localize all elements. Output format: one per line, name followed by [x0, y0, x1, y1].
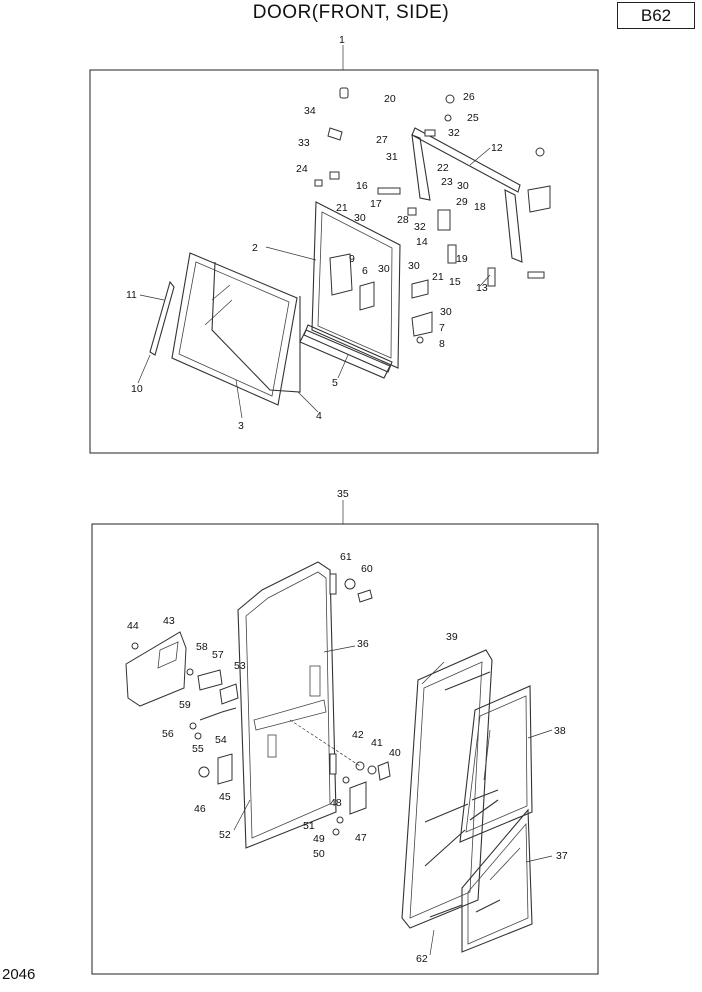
callout-13: 13 [476, 282, 488, 294]
callout-39: 39 [446, 631, 458, 643]
callout-28: 28 [397, 214, 409, 226]
callout-27: 27 [376, 134, 388, 146]
callout-50: 50 [313, 848, 325, 860]
top-assembly-label: 1 [339, 34, 345, 46]
bottom-diagram-frame [91, 523, 599, 975]
callout-26: 26 [463, 91, 475, 103]
callout-10: 10 [131, 383, 143, 395]
callout-53: 53 [234, 660, 246, 672]
callout-45: 45 [219, 791, 231, 803]
callout-33: 33 [298, 137, 310, 149]
bottom-diagram-panel: 35 [91, 488, 599, 975]
callout-51: 51 [303, 820, 315, 832]
callout-49: 49 [313, 833, 325, 845]
callout-15: 15 [449, 276, 461, 288]
top-diagram-panel: 1 [89, 34, 599, 454]
callout-21b: 21 [432, 271, 444, 283]
bottom-callouts: 36 37 38 39 40 41 42 43 44 45 46 47 48 4… [127, 551, 568, 965]
callout-43: 43 [163, 615, 175, 627]
callout-8: 8 [439, 338, 445, 350]
callout-3: 3 [238, 420, 244, 432]
glass-frame [401, 649, 493, 929]
callout-30c: 30 [378, 263, 390, 275]
callout-40: 40 [389, 747, 401, 759]
callout-4: 4 [316, 410, 322, 422]
callout-7: 7 [439, 322, 445, 334]
callout-30d: 30 [408, 260, 420, 272]
callout-5: 5 [332, 377, 338, 389]
callout-14: 14 [416, 236, 428, 248]
callout-19: 19 [456, 253, 468, 265]
callout-41: 41 [371, 737, 383, 749]
callout-21a: 21 [336, 202, 348, 214]
callout-56: 56 [162, 728, 174, 740]
linkage-bar [411, 127, 521, 193]
callout-24: 24 [296, 163, 308, 175]
callout-36: 36 [357, 638, 369, 650]
callout-30a: 30 [354, 212, 366, 224]
callout-9: 9 [349, 253, 355, 265]
wiper-blade [149, 280, 175, 356]
bottom-assembly-label: 35 [337, 488, 349, 500]
cover-panel [125, 631, 187, 707]
callout-46: 46 [194, 803, 206, 815]
front-glass [171, 252, 298, 406]
callout-31: 31 [386, 151, 398, 163]
callout-59: 59 [179, 699, 191, 711]
callout-30b: 30 [457, 180, 469, 192]
callout-48: 48 [330, 797, 342, 809]
callout-44: 44 [127, 620, 139, 632]
weatherstrip [211, 261, 301, 393]
callout-17: 17 [370, 198, 382, 210]
callout-32a: 32 [448, 127, 460, 139]
callout-11: 11 [126, 289, 137, 301]
callout-54: 54 [215, 734, 227, 746]
callout-34: 34 [304, 105, 316, 117]
callout-61: 61 [340, 551, 352, 563]
callout-23: 23 [441, 176, 453, 188]
callout-32b: 32 [414, 221, 426, 233]
page-title: DOOR(FRONT, SIDE) [252, 2, 450, 23]
callout-20: 20 [384, 93, 396, 105]
callout-12: 12 [491, 142, 503, 154]
lower-glass [461, 808, 533, 953]
callout-18: 18 [474, 201, 486, 213]
callout-57: 57 [212, 649, 224, 661]
callout-62: 62 [416, 953, 428, 965]
page-number: 2046 [2, 966, 36, 983]
callout-29: 29 [456, 196, 468, 208]
lower-rail [299, 329, 391, 379]
callout-52: 52 [219, 829, 231, 841]
top-diagram-frame [89, 69, 599, 454]
callout-55: 55 [192, 743, 204, 755]
callout-38: 38 [554, 725, 566, 737]
callout-25: 25 [467, 112, 479, 124]
callout-30e: 30 [440, 306, 452, 318]
callout-22: 22 [437, 162, 449, 174]
upper-glass [459, 685, 533, 843]
callout-37: 37 [556, 850, 568, 862]
diagram-code-badge: B62 [617, 2, 695, 29]
side-door [237, 561, 337, 849]
callout-16: 16 [356, 180, 368, 192]
callout-58: 58 [196, 641, 208, 653]
callout-47: 47 [355, 832, 367, 844]
callout-6: 6 [362, 265, 368, 277]
callout-60: 60 [361, 563, 373, 575]
callout-42: 42 [352, 729, 364, 741]
callout-2: 2 [252, 242, 258, 254]
top-callouts: 2 3 4 5 6 7 8 9 10 11 12 13 14 15 16 17 … [126, 91, 503, 432]
